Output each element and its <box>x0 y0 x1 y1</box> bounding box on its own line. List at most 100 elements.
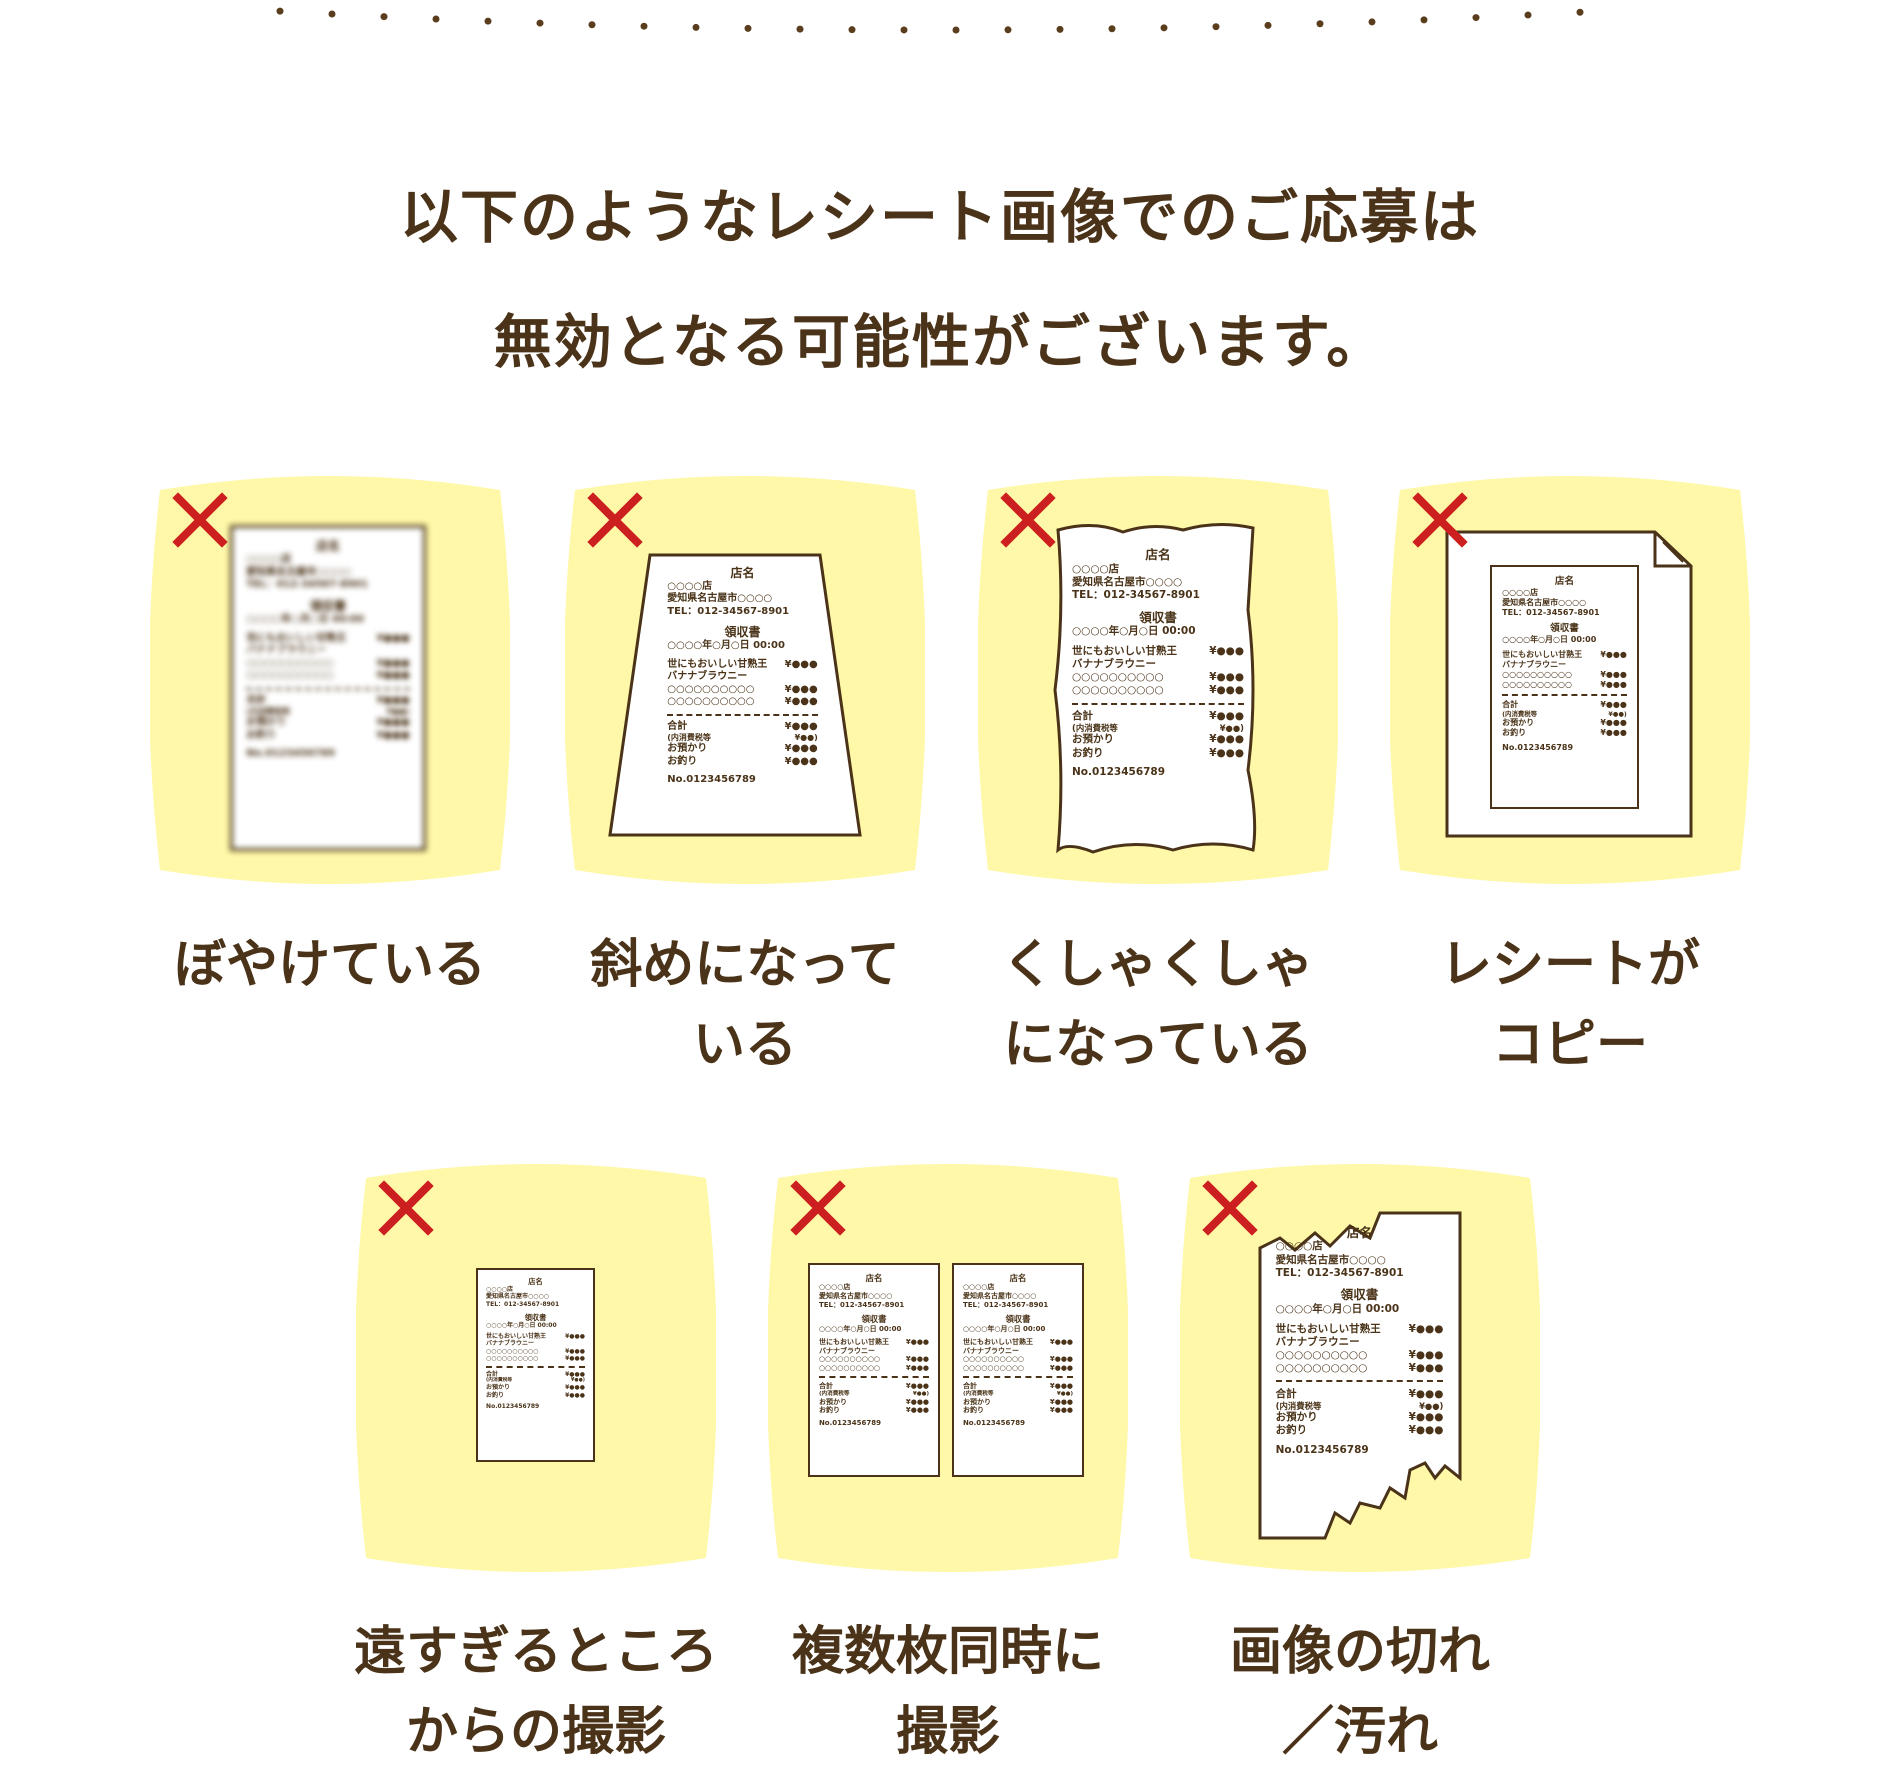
receipt-number: No.0123456789 <box>667 774 756 786</box>
receipt-total: 合計 <box>486 1370 499 1378</box>
receipt-tel: TEL：012-34567-8901 <box>667 605 790 617</box>
receipt-tax: (内消費税等 <box>818 1390 850 1397</box>
receipt-item: バナナブラウニー <box>818 1346 875 1355</box>
decorative-dot <box>1004 26 1012 34</box>
receipt-item: バナナブラウニー <box>667 671 748 683</box>
receipt-paid: お預かり <box>246 717 287 729</box>
receipt-item: ○○○○○○○○○○ <box>1072 684 1164 697</box>
receipt-item: 世にもおいしい甘熟王 <box>246 632 347 644</box>
receipt-date: ○○○○年○月○日 00:00 <box>246 614 364 626</box>
receipt-price: ¥●●● <box>905 1397 930 1406</box>
receipt-paid: お預かり <box>486 1384 511 1392</box>
receipt-title: 領収書 <box>861 1314 887 1325</box>
card-label-tilted: 斜めになって いる <box>535 925 955 1085</box>
card-blurry: 店名 ○○○○店 愛知県名古屋市○○○○ TEL：012-34567-8901 … <box>150 470 510 890</box>
receipt-price: ¥●●● <box>1408 1424 1444 1437</box>
card-label-line: くしゃくしゃ <box>1001 935 1314 995</box>
heading-line-1: 以下のようなレシート画像でのご応募は <box>399 183 1480 251</box>
decorative-dot <box>900 26 908 34</box>
receipt-price: ¥●●) <box>1608 710 1627 719</box>
receipt-date: ○○○○年○月○日 00:00 <box>486 1321 557 1329</box>
receipt-tilted: 店名 ○○○○店 愛知県名古屋市○○○○ TEL：012-34567-8901 … <box>655 555 830 825</box>
receipt-price: ¥●●● <box>1600 700 1627 710</box>
receipt-tax: (内消費税等 <box>486 1378 513 1384</box>
receipt-price: ¥●●● <box>376 632 410 644</box>
receipt-address: 愛知県名古屋市○○○○ <box>1502 597 1587 607</box>
decorative-dot <box>1160 24 1168 32</box>
receipt-item: ○○○○○○○○○○ <box>246 670 334 682</box>
receipt-store-name: 店名 <box>865 1272 883 1283</box>
receipt-tel: TEL：012-34567-8901 <box>818 1300 905 1309</box>
card-tilted: 店名 ○○○○店 愛知県名古屋市○○○○ TEL：012-34567-8901 … <box>565 470 925 890</box>
receipt-tax: (内消費税等 <box>1502 710 1538 719</box>
card-label-blurry: ぼやけている <box>120 925 540 1005</box>
receipt-title: 領収書 <box>524 1312 547 1322</box>
receipt-change: お釣り <box>962 1406 984 1415</box>
receipt-price: ¥●●● <box>784 658 818 670</box>
receipt-paid: お預かり <box>1072 733 1114 746</box>
receipt-store-name: 店名 <box>1346 1224 1373 1240</box>
receipt-tel: TEL：012-34567-8901 <box>1502 607 1600 617</box>
receipt-tax: (内消費税等 <box>1072 722 1118 733</box>
receipt-price: ¥●●● <box>784 683 818 695</box>
decorative-dot <box>276 7 284 15</box>
receipt-number: No.0123456789 <box>1275 1443 1369 1456</box>
decorative-dot <box>1420 16 1428 24</box>
receipt-tilted-shape <box>608 553 862 837</box>
receipt-price: ¥●●● <box>784 696 818 708</box>
receipt-store-name: 店名 <box>1554 575 1575 587</box>
receipt-number: No.0123456789 <box>962 1419 1025 1428</box>
card-label-line: ／汚れ <box>1281 1702 1438 1762</box>
receipt-shop: ○○○○店 <box>1072 562 1120 575</box>
receipt-item: バナナブラウニー <box>1502 660 1567 670</box>
receipt-item: ○○○○○○○○○○ <box>1275 1361 1368 1374</box>
receipt-price: ¥●●● <box>784 720 818 732</box>
receipt-price: ¥●●● <box>1209 746 1244 759</box>
receipt-price: ¥●●● <box>1209 684 1244 697</box>
receipt-price: ¥●●● <box>1408 1387 1444 1400</box>
decorative-dot <box>328 10 336 18</box>
receipt-title: 領収書 <box>1340 1287 1379 1303</box>
receipt-total: 合計 <box>1072 709 1093 722</box>
decorative-dot <box>744 24 752 32</box>
receipt-shop: ○○○○店 <box>962 1283 995 1292</box>
heading-line-2: 無効となる可能性がございます。 <box>493 308 1387 376</box>
receipt-change: お釣り <box>1072 746 1104 759</box>
receipt-item: 世にもおいしい甘熟王 <box>667 658 768 670</box>
receipt-price: ¥●●● <box>1408 1411 1444 1424</box>
receipt-price: ¥●●● <box>1049 1406 1074 1415</box>
receipt-store-name: 店名 <box>1145 547 1171 562</box>
decorative-dot <box>1056 25 1064 33</box>
receipt-title: 領収書 <box>1005 1314 1031 1325</box>
receipt-price: ¥●●● <box>905 1381 930 1390</box>
receipt-price: ¥●●● <box>905 1337 930 1346</box>
card-multiple: 店名 ○○○○店 愛知県名古屋市○○○○ TEL：012-34567-8901 … <box>768 1158 1128 1578</box>
receipt-address: 愛知県名古屋市○○○○ <box>1275 1253 1386 1266</box>
card-copy: 店名 ○○○○店 愛知県名古屋市○○○○ TEL：012-34567-8901 … <box>1390 470 1750 890</box>
receipt-price: ¥●●) <box>1219 722 1244 733</box>
receipt-price: ¥●●● <box>905 1355 930 1364</box>
decorative-dot <box>1472 14 1480 22</box>
decorative-dot <box>1524 11 1532 19</box>
receipt-item: 世にもおいしい甘熟王 <box>1502 650 1583 660</box>
receipt-tax: (内消費税等 <box>1275 1400 1322 1411</box>
receipt-store-name: 店名 <box>528 1276 543 1286</box>
receipt-total: 合計 <box>1502 700 1519 710</box>
receipt-divider <box>818 1376 930 1379</box>
receipt-item: バナナブラウニー <box>1275 1335 1360 1348</box>
receipt-price: ¥●●● <box>1049 1337 1074 1346</box>
decorative-dot <box>692 23 700 31</box>
receipt-price: ¥●●● <box>784 755 818 767</box>
receipt-torn-shape <box>1258 1211 1462 1540</box>
receipt-multiple-right: 店名 ○○○○店 愛知県名古屋市○○○○ TEL：012-34567-8901 … <box>952 1263 1084 1477</box>
receipt-tel: TEL：012-34567-8901 <box>486 1300 560 1308</box>
card-label-line: 遠すぎるところ <box>353 1622 718 1682</box>
card-label-line: レシートが <box>1439 935 1700 995</box>
x-mark-icon <box>378 1180 434 1236</box>
receipt-item: バナナブラウニー <box>962 1346 1019 1355</box>
decorative-dot <box>952 26 960 34</box>
receipt-price: ¥●●● <box>565 1355 585 1363</box>
receipt-price: ¥●●● <box>376 729 410 741</box>
receipt-number: No.0123456789 <box>246 748 335 760</box>
receipt-date: ○○○○年○月○日 00:00 <box>1275 1303 1400 1316</box>
